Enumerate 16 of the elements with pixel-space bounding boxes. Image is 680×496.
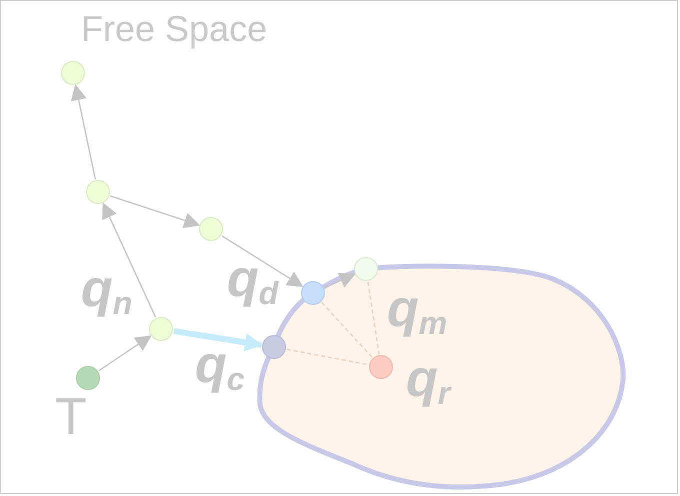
point-label: q$_{m}$ (387, 283, 448, 335)
dashed-line (367, 282, 380, 354)
arrow (222, 235, 304, 287)
point-label: q$_{r}$ (406, 353, 450, 405)
point-label: T (55, 391, 87, 443)
arrow (98, 335, 152, 372)
point-label: q$_{d}$ (227, 253, 278, 305)
arrow (324, 273, 356, 288)
dashed-line (286, 348, 368, 366)
arrow (173, 328, 263, 352)
arrow (70, 84, 96, 180)
point-label: q$_{c}$ (195, 339, 245, 391)
arrow (102, 202, 156, 318)
dashed-line (321, 302, 373, 358)
arrow (110, 195, 200, 228)
point-label: q$_{n}$ (81, 263, 132, 315)
